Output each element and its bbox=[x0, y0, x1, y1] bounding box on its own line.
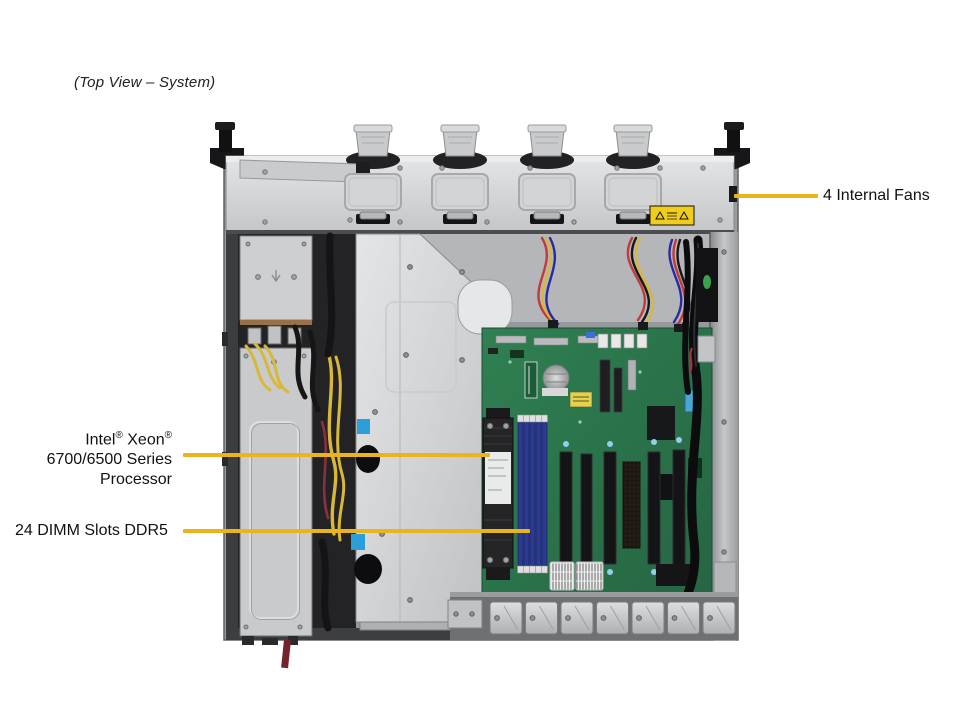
fan-clip-icon bbox=[433, 124, 487, 169]
server-top-view-photo bbox=[210, 122, 750, 669]
slot-cover bbox=[560, 601, 594, 635]
pcie-slots bbox=[559, 437, 686, 575]
supermicro-sticker bbox=[524, 361, 538, 399]
io-bracket bbox=[689, 248, 718, 373]
slot-cover bbox=[596, 601, 629, 635]
white-sticker bbox=[542, 388, 568, 396]
fan-clip-icon bbox=[520, 124, 574, 169]
barcode-labels bbox=[549, 561, 604, 591]
power-connectors bbox=[247, 325, 302, 345]
dimm-latches bbox=[517, 414, 548, 574]
callout-line-dimm bbox=[183, 529, 530, 533]
slot-cover bbox=[702, 601, 736, 635]
dimm-slots bbox=[517, 414, 548, 574]
psu-release-handle bbox=[281, 639, 291, 669]
fan-access-panels bbox=[344, 173, 662, 211]
fan-clip-icon bbox=[606, 124, 660, 169]
slot-cover bbox=[489, 601, 523, 635]
chipset bbox=[647, 406, 675, 440]
callout-label-cpu: Intel® Xeon® 6700/6500 Series Processor bbox=[20, 426, 172, 490]
yellow-sticker bbox=[569, 391, 593, 408]
fan-clip-icon bbox=[346, 124, 400, 169]
fan-headers bbox=[597, 333, 648, 349]
callout-line-fans bbox=[734, 194, 818, 198]
slot-cover bbox=[667, 601, 700, 635]
slot-cover bbox=[525, 601, 558, 635]
panel-emboss-lines bbox=[348, 177, 658, 207]
cpu-label-line3: Processor bbox=[99, 471, 172, 489]
power-cables bbox=[244, 232, 346, 632]
cpu-label-line1: Intel® Xeon® bbox=[85, 430, 172, 449]
slot-cover bbox=[631, 601, 665, 635]
page-title: (Top View – System) bbox=[74, 74, 216, 91]
cpu-label-line2: 6700/6500 Series bbox=[46, 451, 172, 469]
fan-handle-slots bbox=[356, 211, 650, 224]
shroud-hole bbox=[356, 445, 380, 473]
panel-screws bbox=[262, 165, 723, 225]
chassis-front-panel bbox=[225, 124, 737, 234]
callout-line-cpu bbox=[183, 453, 490, 457]
cpu-label-sticker bbox=[485, 452, 511, 504]
shroud-hole bbox=[354, 554, 382, 584]
blue-sticker bbox=[351, 534, 365, 550]
cpu-heatsink bbox=[482, 408, 514, 580]
rear-slot-covers bbox=[447, 592, 738, 640]
air-shroud bbox=[351, 233, 513, 631]
callout-label-dimm: 24 DIMM Slots DDR5 bbox=[15, 522, 168, 539]
left-rail bbox=[226, 232, 238, 632]
blue-sticker bbox=[357, 419, 370, 434]
warning-label-icon bbox=[649, 205, 695, 226]
motherboard bbox=[481, 327, 713, 625]
jumper-block bbox=[586, 332, 595, 338]
green-indicator bbox=[703, 275, 711, 289]
callout-label-fans: 4 Internal Fans bbox=[823, 187, 930, 204]
fan-cables bbox=[537, 236, 691, 332]
chassis-edge-notch bbox=[729, 186, 737, 202]
cpu-air-funnel bbox=[457, 279, 513, 335]
cmos-battery bbox=[542, 364, 570, 392]
psu-module bbox=[239, 235, 313, 669]
